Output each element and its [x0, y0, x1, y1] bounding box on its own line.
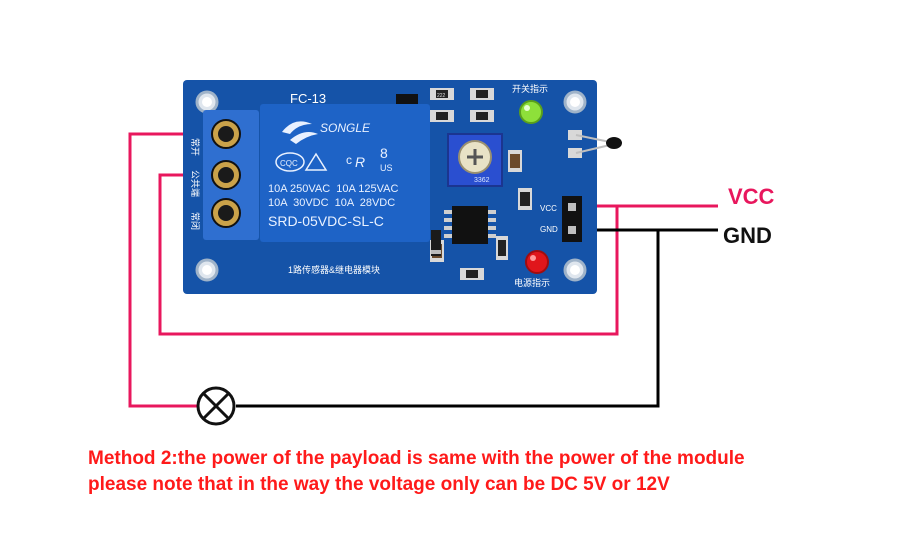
relay-rating-2: 10A 30VDC 10A 28VDC	[268, 197, 395, 209]
terminal-label-no: 常开	[190, 138, 201, 156]
board-model: FC-13	[290, 91, 326, 106]
relay-us: US	[380, 163, 393, 173]
relay-module: FC-13 常开 公共端 常闭 SONGLE CQC c R	[183, 80, 622, 294]
flyback-diode	[431, 230, 441, 256]
gnd-label: GND	[723, 223, 772, 248]
relay-brand: SONGLE	[320, 121, 371, 135]
lamp-symbol	[196, 386, 236, 426]
gnd-wire-to-lamp	[236, 230, 660, 408]
smd-components: 222	[430, 88, 532, 280]
vcc-wire-to-lamp	[128, 132, 210, 408]
relay-number: 8	[380, 145, 388, 161]
pin-label-vcc: VCC	[540, 204, 557, 213]
caption-line-1: Method 2:the power of the payload is sam…	[88, 448, 745, 469]
svg-text:c: c	[346, 153, 352, 167]
pin-label-gnd: GND	[540, 225, 558, 234]
power-header	[562, 196, 582, 242]
svg-text:CQC: CQC	[280, 159, 298, 168]
sensor-probe	[568, 130, 622, 158]
svg-text:222: 222	[437, 93, 446, 99]
relay-rating-1: 10A 250VAC 10A 125VAC	[268, 183, 399, 195]
power-indicator-label: 电源指示	[514, 277, 550, 288]
power-indicator-led	[525, 250, 549, 274]
switch-indicator-led	[519, 100, 543, 124]
comparator-ic	[444, 206, 496, 244]
svg-text:R: R	[355, 154, 365, 170]
relay-logo	[282, 121, 318, 144]
mounting-holes	[195, 90, 587, 282]
potentiometer: 3362	[447, 133, 503, 187]
switch-indicator-label: 开关指示	[512, 83, 548, 94]
caption-line-2: please note that in the way the voltage …	[88, 474, 670, 495]
relay-cert-marks: CQC c R 8 US	[275, 145, 393, 173]
relay-part: SRD-05VDC-SL-C	[268, 213, 384, 229]
terminal-label-nc: 常闭	[190, 212, 201, 230]
pot-code: 3362	[474, 177, 490, 184]
terminal-labels: 常开 公共端 常闭	[190, 138, 201, 230]
vcc-label: VCC	[728, 184, 775, 209]
terminal-label-com: 公共端	[190, 170, 201, 197]
wires	[128, 132, 718, 408]
terminal-screws	[211, 119, 241, 228]
module-title: 1路传感器&继电器模块	[288, 264, 380, 275]
